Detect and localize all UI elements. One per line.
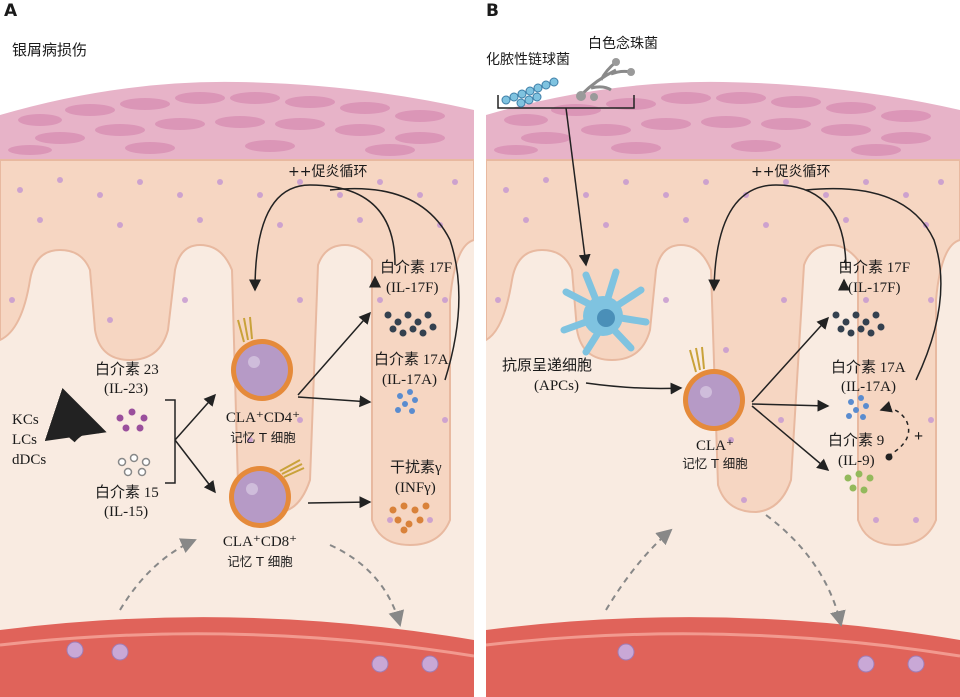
cla-tcell [683,346,745,431]
il15-dots [117,453,151,477]
migration-arrow-in [119,538,197,611]
cd4-cell-sub: 记忆 T 细胞 [230,430,296,445]
source-ddcs: dDCs [12,452,47,468]
il23-dots [116,408,148,432]
il17f-dots-b [832,311,885,337]
source-arrow [44,387,107,443]
il17f-label-b: 白介素 17F [838,260,911,276]
cla-cell-label: CLA⁺ [696,438,734,454]
il17a-abbr-a: (IL-17A) [382,372,437,388]
blood-vessel [0,617,474,697]
ifn-dots [389,502,430,534]
il17a-label-b: 白介素 17A [831,360,906,376]
cycle-arrow-outer [329,187,460,381]
cd4-tcell [231,316,293,401]
apc-label: 抗原呈递细胞 [502,358,593,374]
il15-label: 白介素 15 [95,485,159,501]
il15-abbr: (IL-15) [104,504,149,520]
panel-b-illustration [486,58,960,697]
source-kcs: KCs [12,412,39,428]
apc-cell [560,268,650,356]
cycle-arrow-inner [708,184,847,292]
il17f-abbr-b: (IL-17F) [848,280,901,296]
il9-label: 白介素 9 [828,433,885,449]
apc-abbr: (APCs) [534,378,580,394]
il17f-abbr-a: (IL-17F) [386,280,439,296]
il17a-dots [395,389,418,414]
il17a-abbr-b: (IL-17A) [841,379,896,395]
strep-icon [501,77,559,108]
plus-sign: + [914,428,924,445]
il9-abbr: (IL-9) [838,453,875,469]
migration-arrow-in [605,528,673,611]
cycle-label-b: ++促炎循环 [751,164,831,180]
cd8-cell-label: CLA⁺CD8⁺ [222,534,298,550]
cycle-label-a: ++促炎循环 [288,164,368,180]
ifn-abbr: (INFγ) [395,480,436,496]
cycle-arrow-inner [249,184,396,292]
il17f-label-a: 白介素 17F [380,260,453,276]
source-lcs: LCs [12,432,38,448]
candida-icon [576,58,635,101]
il17a-dots-b [846,395,869,420]
migration-arrow-out [765,514,846,627]
il9-dots [844,470,874,494]
cycle-arrow-outer [805,187,942,381]
migration-arrow-out [329,544,405,627]
cd8-tcell [229,459,305,528]
panel-b: B 化脓性链球菌 白色念珠菌 ++促炎循环 白介素 17F (IL-17F) 白… [486,0,960,697]
il23-label: 白介素 23 [95,362,159,378]
il23-abbr: (IL-23) [104,381,149,397]
blood-vessel [486,617,960,697]
candida-label: 白色念珠菌 [588,36,658,52]
panel-a-letter: A [4,1,18,21]
cla-cell-sub: 记忆 T 细胞 [682,456,748,471]
il17a-label-a: 白介素 17A [374,352,449,368]
cd8-cell-sub: 记忆 T 细胞 [227,554,293,569]
strep-label: 化脓性链球菌 [486,52,570,68]
panel-a: A 银屑病损伤 ++促炎循环 白介素 17F (IL-17F) 白介素 17A … [0,0,474,697]
cd4-cell-label: CLA⁺CD4⁺ [225,410,301,426]
il17f-dots [384,311,437,337]
ifn-label: 干扰素γ [390,460,442,476]
panel-a-title: 银屑病损伤 [12,41,88,59]
panel-b-letter: B [486,1,499,21]
panel-a-illustration [0,81,474,697]
epidermis [486,159,960,547]
